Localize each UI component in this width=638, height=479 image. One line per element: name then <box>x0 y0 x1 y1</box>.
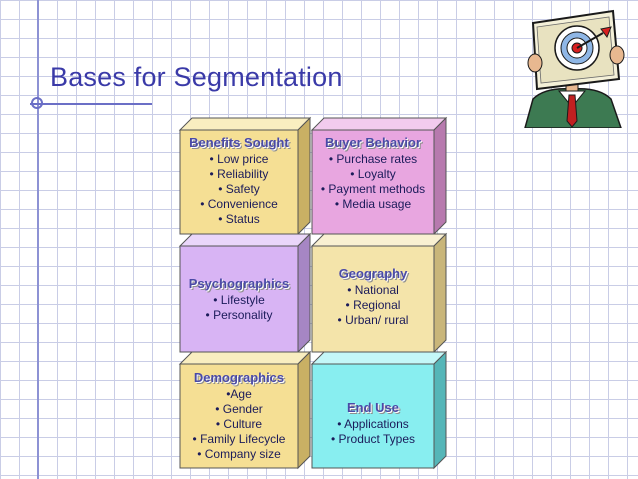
end-use-cube <box>310 350 448 470</box>
title-underline <box>30 103 152 105</box>
behavior-item: • Loyalty <box>350 167 396 181</box>
end-use-item: • Applications <box>337 417 409 431</box>
geography-item: • Urban/ rural <box>337 313 409 327</box>
end-use-box: End Use • Applications • Product Types <box>310 350 448 470</box>
rule-circle-ornament <box>31 97 43 109</box>
slide-title: Bases for Segmentation <box>50 62 343 92</box>
benefits-item: • Reliability <box>209 167 269 181</box>
geography-heading: Geography <box>338 266 408 281</box>
demographics-heading: Demographics <box>193 370 285 385</box>
demographics-item: •Age <box>226 387 252 401</box>
end-use-heading: End Use <box>346 400 399 415</box>
behavior-item: • Media usage <box>334 197 412 211</box>
demographics-cube <box>178 350 312 470</box>
demographics-item: • Company size <box>197 447 281 461</box>
end-use-item: • Product Types <box>330 432 416 446</box>
benefits-item: • Status <box>218 212 260 226</box>
benefits-item: • Convenience <box>200 197 278 211</box>
buyer-behavior-cube <box>310 116 448 236</box>
benefits-item: • Safety <box>218 182 260 196</box>
psychographics-item: • Personality <box>205 308 273 322</box>
psychographics-item: • Lifestyle <box>213 293 265 307</box>
demographics-item: • Family Lifecycle <box>192 432 286 446</box>
psychographics-cube <box>178 232 312 354</box>
geography-item: • Regional <box>345 298 401 312</box>
demographics-box: Demographics •Age • Gender • Culture • F… <box>178 350 312 470</box>
benefits-sought-box: Benefits Sought • Low price • Reliabilit… <box>178 116 312 236</box>
buyer-behavior-box: Buyer Behavior • Purchase rates • Loyalt… <box>310 116 448 236</box>
benefits-sought-heading: Benefits Sought <box>189 135 289 150</box>
psychographics-heading: Psychographics <box>188 276 290 291</box>
behavior-item: • Payment methods <box>320 182 426 196</box>
buyer-behavior-heading: Buyer Behavior <box>324 135 422 150</box>
behavior-item: • Purchase rates <box>328 152 418 166</box>
geography-item: • National <box>347 283 399 297</box>
benefits-item: • Low price <box>209 152 269 166</box>
demographics-item: • Culture <box>215 417 263 431</box>
target-head-figure-icon <box>524 9 625 128</box>
benefits-sought-cube <box>178 116 312 236</box>
slide-left-rule <box>37 0 39 479</box>
geography-cube <box>310 232 448 354</box>
demographics-item: • Gender <box>215 402 263 416</box>
psychographics-box: Psychographics • Lifestyle • Personality <box>178 232 312 354</box>
geography-box: Geography • National • Regional • Urban/… <box>310 232 448 354</box>
